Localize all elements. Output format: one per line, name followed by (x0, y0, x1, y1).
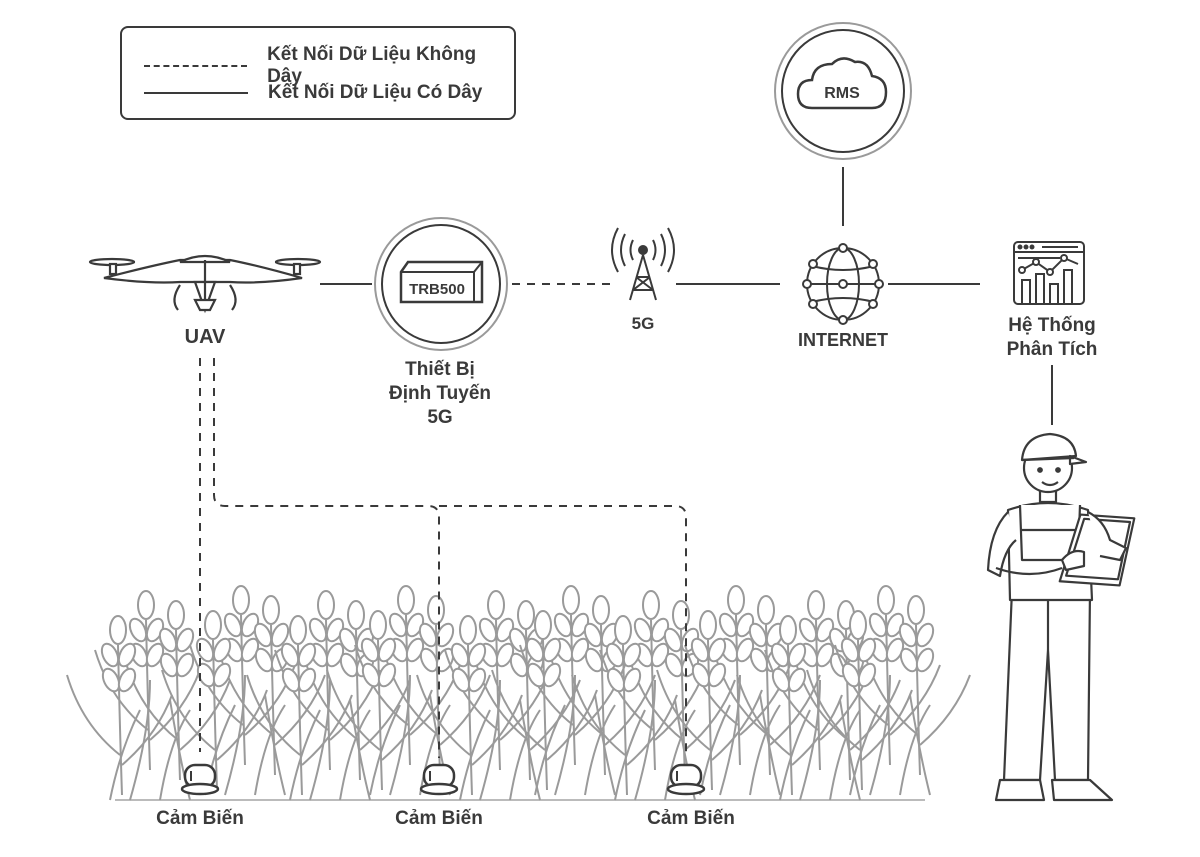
uav-label: UAV (184, 326, 226, 348)
analytics-label: Hệ Thống Phân Tích (982, 314, 1122, 362)
sensor-label-1: Cảm Biến (156, 808, 244, 829)
tower-label: 5G (631, 314, 655, 333)
router-device-text: TRB500 (409, 281, 465, 298)
analytics-label-line2: Phân Tích (1006, 339, 1098, 360)
connections (199, 167, 1053, 758)
drone-icon (88, 254, 322, 314)
legend-box: Kết Nối Dữ Liệu Không Dây Kết Nối Dữ Liệ… (120, 26, 516, 120)
rms-text: RMS (824, 85, 860, 102)
router-label-line3: 5G (427, 407, 453, 428)
sensor-label-3: Cảm Biến (647, 808, 735, 829)
rms-cloud-icon: RMS (774, 22, 912, 160)
tower-icon (611, 227, 675, 301)
analytics-label-line1: Hệ Thống (1008, 315, 1096, 336)
farmer-figure (986, 432, 1136, 802)
router-icon: TRB500 (374, 217, 508, 351)
legend-wired: Kết Nối Dữ Liệu Có Dây (144, 82, 482, 104)
router-label: Thiết Bị Định Tuyến 5G (360, 358, 520, 430)
legend-wired-label: Kết Nối Dữ Liệu Có Dây (268, 82, 483, 103)
sensor-icon-1 (180, 763, 220, 796)
crop-field (67, 586, 970, 801)
router-label-line2: Định Tuyến (388, 383, 492, 404)
dashed-line-swatch (144, 65, 248, 67)
internet-label: INTERNET (798, 330, 888, 350)
router-label-line1: Thiết Bị (405, 359, 475, 380)
analytics-dashboard-icon (1013, 241, 1085, 305)
sensor-icon-3 (666, 763, 706, 796)
legend-wireless-label: Kết Nối Dữ Liệu Không Dây (267, 44, 477, 87)
sensor-label-2: Cảm Biến (395, 808, 483, 829)
sensor-icon-2 (419, 763, 459, 796)
internet-globe-icon (802, 243, 884, 325)
legend-wireless: Kết Nối Dữ Liệu Không Dây (144, 44, 514, 88)
solid-line-swatch (144, 92, 248, 94)
